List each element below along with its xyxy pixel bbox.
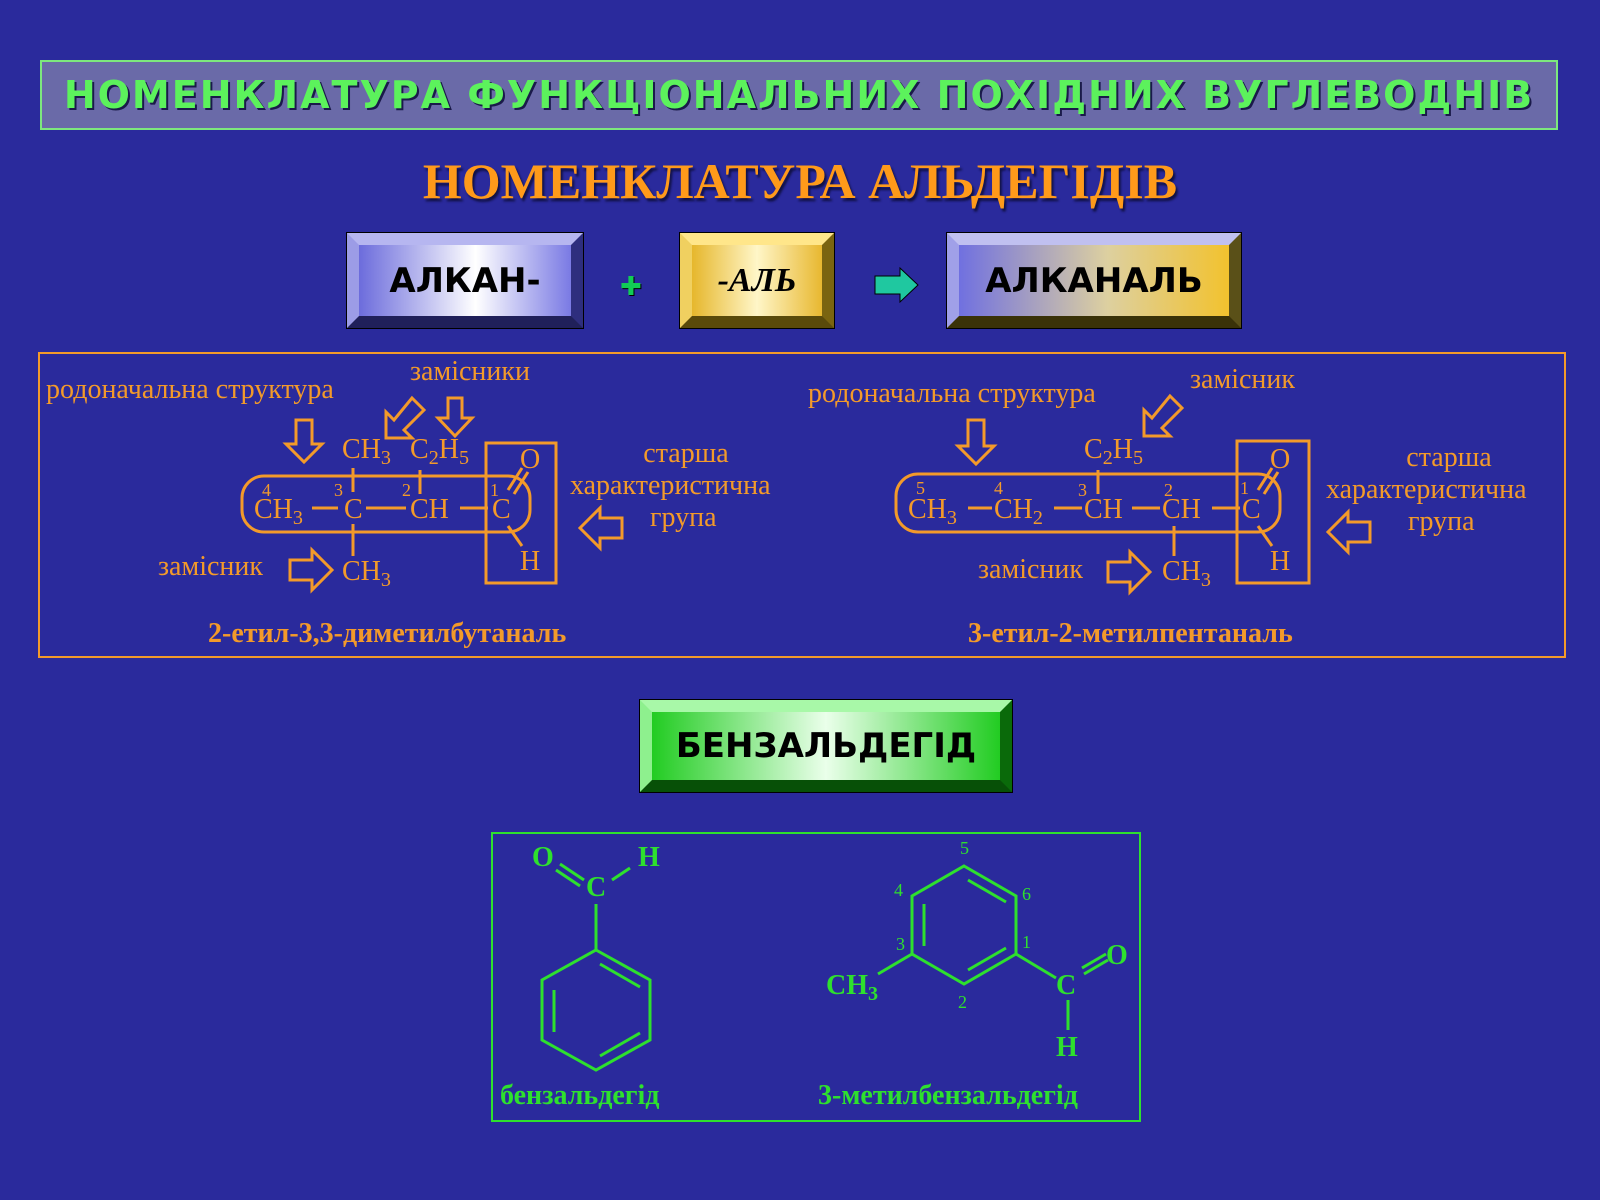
right-atom-c2h5: C2H5 — [1084, 434, 1144, 470]
left-senior-group-3: група — [650, 502, 717, 533]
right-compound-name: 3-етил-2-метилпентаналь — [968, 618, 1293, 649]
suffix-box: -АЛЬ — [679, 232, 835, 329]
banner-title: НОМЕНКЛАТУРА ФУНКЦІОНАЛЬНИХ ПОХІДНИХ ВУГ… — [63, 73, 1535, 117]
alkan-label: АЛКАН- — [389, 260, 541, 301]
left-locant-1: 1 — [490, 480, 499, 500]
left-locant-2: 2 — [402, 480, 411, 500]
arrow-right-icon — [288, 546, 335, 594]
right-senior-group-2: характеристична — [1326, 474, 1527, 505]
alkan-box: АЛКАН- — [346, 232, 584, 329]
left-atom-ch-c2: CH — [410, 494, 449, 525]
methylbenz-locant-2: 2 — [958, 992, 967, 1012]
methylbenz-atom-h: H — [1056, 1032, 1078, 1063]
benzene-ring — [910, 864, 1018, 986]
right-atom-ch2-c4: CH2 — [994, 494, 1043, 530]
right-atom-ch-c2: CH — [1162, 494, 1201, 525]
section-title: НОМЕНКЛАТУРА АЛЬДЕГІДІВ — [422, 153, 1178, 209]
alkanal-box: АЛКАНАЛЬ — [946, 232, 1242, 329]
benzaldehyde-atom-o: O — [532, 842, 554, 873]
left-atom-ch3-c4: CH3 — [254, 494, 303, 530]
right-locant-3: 3 — [1078, 480, 1087, 500]
methylbenz-locant-1: 1 — [1022, 932, 1031, 952]
right-locant-1: 1 — [1240, 478, 1249, 498]
left-atom-ch3-bottom: CH3 — [342, 556, 391, 592]
methylbenz-atom-ch3: CH3 — [826, 970, 879, 1006]
right-group-box — [1235, 439, 1311, 585]
benzaldehyde-atom-h: H — [638, 842, 660, 873]
right-locant-4: 4 — [994, 478, 1003, 498]
methylbenz-name: 3-метилбензальдегід — [818, 1080, 1078, 1111]
methylbenz-atom-c: C — [1056, 970, 1077, 1001]
left-atom-c1: C — [492, 494, 511, 525]
right-substituent-top-label: замісник — [1190, 364, 1295, 395]
right-atom-h: H — [1270, 546, 1291, 577]
left-parent-structure-label: родоначальна структура — [46, 374, 334, 405]
benzaldehyde-atom-c: C — [586, 872, 607, 903]
arrow-down-icon — [282, 418, 326, 465]
right-parent-structure-label: родоначальна структура — [808, 378, 1096, 409]
arrow-diagonal-icon — [384, 395, 427, 440]
left-atom-h: H — [520, 546, 541, 577]
arrow-right-icon — [1106, 548, 1153, 596]
plus-icon: ✚ — [620, 272, 642, 302]
arrow-diagonal-icon — [1142, 393, 1185, 438]
methylbenz-locant-6: 6 — [1022, 884, 1031, 904]
left-group-box — [484, 441, 558, 585]
left-senior-group-2: характеристична — [570, 470, 771, 501]
arrow-left-icon — [577, 504, 624, 552]
left-senior-group-1: старша — [643, 438, 729, 469]
alkanal-label: АЛКАНАЛЬ — [985, 260, 1203, 301]
methylbenz-locant-4: 4 — [894, 880, 903, 900]
top-banner: НОМЕНКЛАТУРА ФУНКЦІОНАЛЬНИХ ПОХІДНИХ ВУГ… — [40, 60, 1558, 130]
arrow-left-icon — [1325, 508, 1372, 556]
benzaldehyde-name: бензальдегід — [500, 1080, 660, 1111]
left-locant-4: 4 — [262, 480, 271, 500]
right-atom-ch-c3: CH — [1084, 494, 1123, 525]
right-senior-group-1: старша — [1406, 442, 1492, 473]
suffix-label: -АЛЬ — [717, 261, 797, 299]
left-atom-c2h5-top: C2H5 — [410, 434, 470, 470]
left-chain-outline — [240, 474, 532, 534]
left-atom-c3: C — [344, 494, 363, 525]
right-senior-group-3: група — [1408, 506, 1475, 537]
right-chain-outline — [894, 472, 1282, 534]
benzene-ring — [540, 948, 652, 1072]
right-atom-ch3-bottom: CH3 — [1162, 556, 1211, 592]
methylbenz-atom-o: O — [1106, 940, 1128, 971]
aldehyde-examples-frame — [38, 352, 1566, 658]
left-compound-name: 2-етил-3,3-диметилбутаналь — [208, 618, 567, 649]
right-locant-5: 5 — [916, 478, 925, 498]
right-atom-ch3-c5: CH3 — [908, 494, 957, 530]
aromatic-examples-frame — [491, 832, 1141, 1122]
left-substituents-label: замісники — [410, 356, 530, 387]
methylbenz-locant-3: 3 — [896, 934, 905, 954]
right-substituent-bottom-label: замісник — [978, 554, 1083, 585]
methylbenz-locant-5: 5 — [960, 838, 969, 858]
left-atom-ch3-top: CH3 — [342, 434, 391, 470]
right-atom-o: O — [1270, 444, 1291, 475]
right-atom-c1: C — [1242, 494, 1261, 525]
left-atom-o: O — [520, 444, 541, 475]
right-locant-2: 2 — [1164, 480, 1173, 500]
benzaldehyde-box-label: БЕНЗАЛЬДЕГІД — [675, 726, 977, 766]
left-locant-3: 3 — [334, 480, 343, 500]
arrow-down-icon — [434, 396, 476, 439]
arrow-down-icon — [954, 418, 998, 467]
benzaldehyde-box: БЕНЗАЛЬДЕГІД — [639, 699, 1013, 793]
left-substituent-label: замісник — [158, 551, 263, 582]
